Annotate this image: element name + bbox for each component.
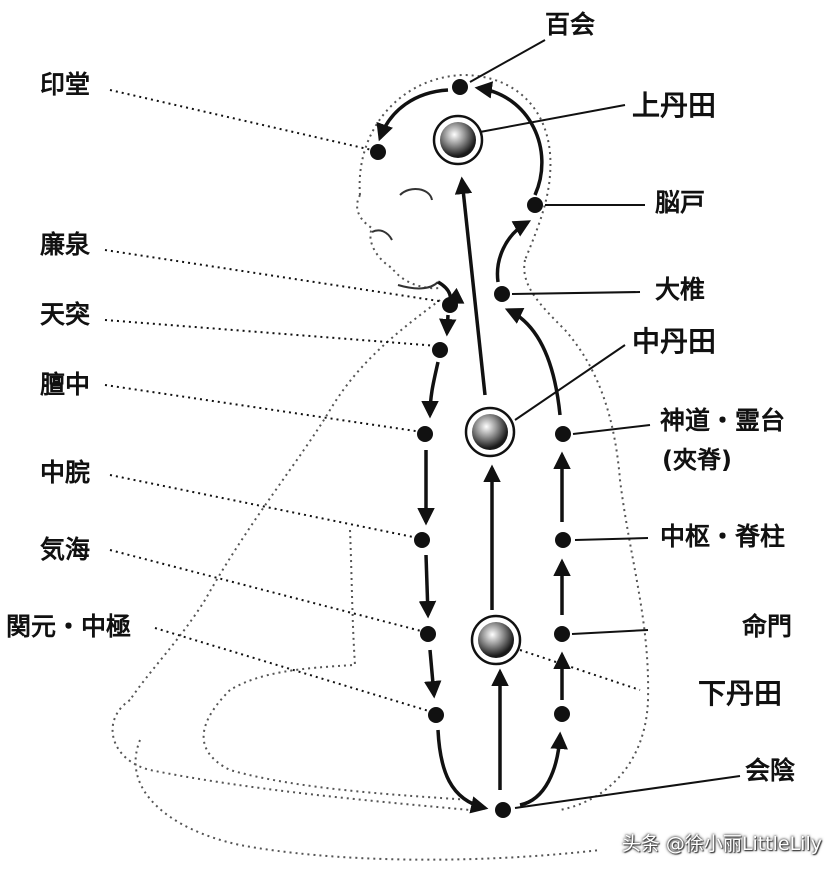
label-qihai: 気海 <box>40 535 91 564</box>
middle-dantian-orb <box>464 406 516 458</box>
label-upper-dantian: 上丹田 <box>632 89 717 122</box>
leader-lines <box>104 89 641 713</box>
dantian-orbs <box>432 114 522 666</box>
label-shendao-lingtai: 神道・霊台 <box>660 406 786 435</box>
point-baihui <box>452 79 468 95</box>
point-danzhong <box>417 426 433 442</box>
point-yintang <box>370 144 386 160</box>
label-danzhong: 膻中 <box>40 370 91 399</box>
label-zhongshu-jizhu: 中枢・脊柱 <box>660 522 786 551</box>
point-zhongwan <box>414 532 430 548</box>
label-dazhui: 大椎 <box>655 275 706 304</box>
label-lower-dantian: 下丹田 <box>698 677 783 710</box>
point-mingmen <box>554 626 570 642</box>
point-dazhui <box>494 286 510 302</box>
label-yintang: 印堂 <box>40 70 91 99</box>
label-lianquan: 廉泉 <box>40 230 91 259</box>
flow-arrows <box>376 81 571 814</box>
lower-dantian-orb <box>470 614 522 666</box>
point-zhongshu <box>555 532 571 548</box>
label-naohu: 脳戸 <box>655 188 706 217</box>
label-zhongwan: 中脘 <box>40 458 91 487</box>
point-qihai <box>420 626 436 642</box>
point-huiyin <box>495 802 511 818</box>
point-lianquan <box>442 297 458 313</box>
label-mingmen: 命門 <box>742 612 793 641</box>
acupoints <box>370 79 571 818</box>
point-tiantu <box>432 342 448 358</box>
watermark: 头条 @徐小丽LittleLily <box>621 833 822 855</box>
leader-lines-solid <box>469 39 741 809</box>
label-baihui: 百会 <box>545 10 596 39</box>
label-jiaji: (夾脊) <box>662 446 732 474</box>
point-naohu <box>527 197 543 213</box>
face-sketch <box>371 188 439 290</box>
point-guanyuan <box>428 707 444 723</box>
point-rear-low <box>554 706 570 722</box>
label-guanyuan-zhongji: 関元・中極 <box>6 612 132 641</box>
upper-dantian-orb <box>432 114 484 166</box>
label-middle-dantian: 中丹田 <box>632 325 717 358</box>
figure-outline <box>111 73 650 861</box>
label-huiyin: 会陰 <box>745 756 796 785</box>
point-shendao <box>555 426 571 442</box>
label-tiantu: 天突 <box>40 300 91 329</box>
